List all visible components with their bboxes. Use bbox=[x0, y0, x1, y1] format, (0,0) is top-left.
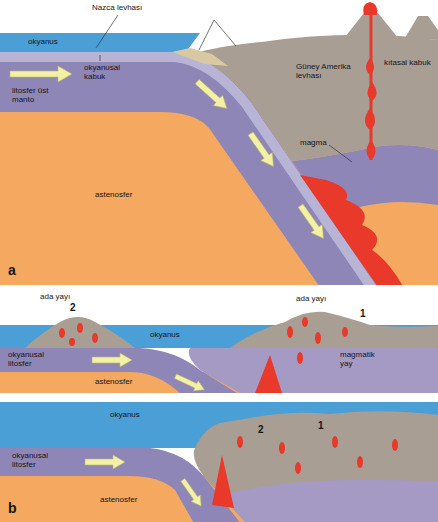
region-label: ada yayı bbox=[296, 294, 326, 303]
region-label: okyanus bbox=[28, 37, 58, 46]
leader-line bbox=[329, 145, 352, 162]
magma-blob bbox=[77, 323, 83, 333]
mountain bbox=[405, 16, 438, 40]
plate-label: Nazca levhası bbox=[92, 3, 142, 12]
continental-plate bbox=[190, 35, 438, 161]
magma-blob bbox=[295, 462, 301, 474]
island-arc bbox=[25, 317, 135, 348]
region-label: litosfer üst manto bbox=[12, 86, 64, 104]
panel-a bbox=[0, 2, 438, 285]
region-label: ada yayı bbox=[40, 292, 70, 301]
callout-number: 1 bbox=[318, 420, 324, 432]
magma-zone bbox=[212, 455, 234, 508]
magma-blob bbox=[92, 333, 98, 343]
magma-blob bbox=[357, 456, 363, 468]
magma-blob bbox=[59, 328, 65, 338]
plate-label: Güney Amerika levhası bbox=[296, 62, 358, 80]
leader-line bbox=[214, 20, 236, 46]
magma-blob bbox=[297, 352, 303, 364]
leader-line bbox=[96, 15, 118, 48]
magma-blob bbox=[342, 327, 348, 337]
magma-blob bbox=[365, 108, 375, 130]
plate-motion-arrow bbox=[85, 455, 125, 469]
callout-number: 1 bbox=[360, 308, 366, 320]
region-label: okyanusal litosfer bbox=[8, 350, 54, 368]
region-label: magmatik yay bbox=[340, 350, 384, 368]
island-arc bbox=[230, 312, 438, 348]
region-label: okyanusal kabuk bbox=[84, 63, 130, 81]
magma-blob bbox=[392, 439, 398, 451]
panel-letter: a bbox=[8, 262, 16, 278]
region-label: kıtasal kabuk bbox=[384, 58, 431, 67]
region-label: okyanus bbox=[150, 330, 180, 339]
magma-blob bbox=[69, 338, 75, 346]
plate-motion-arrow bbox=[92, 353, 132, 367]
plate-motion-arrow bbox=[295, 202, 329, 243]
magma-blob bbox=[315, 332, 321, 344]
plate-motion-arrow bbox=[178, 477, 206, 510]
region-label: magma bbox=[300, 138, 327, 147]
region-label: astenosfer bbox=[95, 190, 132, 199]
plate-motion-arrow bbox=[173, 371, 207, 393]
magma-blob bbox=[237, 436, 243, 448]
panel-letter: b bbox=[8, 500, 17, 516]
magma-blob bbox=[279, 442, 285, 454]
plate-motion-arrow bbox=[192, 76, 231, 113]
region-label: okyanusal litosfer bbox=[12, 451, 58, 469]
eruption bbox=[363, 2, 377, 15]
region-label: okyanus bbox=[110, 410, 140, 419]
callout-number: 2 bbox=[70, 302, 76, 314]
region-label: astenosfer bbox=[100, 495, 137, 504]
magma-blob bbox=[368, 82, 377, 101]
magma-blob bbox=[302, 317, 308, 327]
plate-motion-arrow bbox=[10, 66, 72, 82]
sediment-wedge bbox=[172, 48, 228, 66]
accreted-continent bbox=[194, 411, 438, 522]
region-label: astenosfer bbox=[95, 377, 132, 386]
magma-blob bbox=[332, 436, 338, 448]
leader-line bbox=[100, 55, 101, 61]
magma-blob bbox=[366, 58, 374, 75]
leader-line bbox=[199, 20, 214, 50]
panel-island-arc bbox=[0, 312, 438, 393]
overriding-lithosphere bbox=[222, 480, 438, 522]
magma-blob bbox=[287, 326, 293, 338]
magma-zone bbox=[255, 355, 282, 393]
magma-blob bbox=[367, 140, 376, 160]
overriding-lithosphere bbox=[189, 348, 438, 393]
panel-b bbox=[0, 402, 438, 522]
callout-number: 2 bbox=[258, 424, 264, 436]
plate-motion-arrow bbox=[245, 130, 279, 171]
